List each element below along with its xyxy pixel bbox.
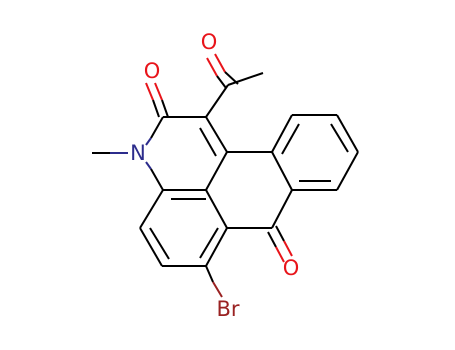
bond-n-c3a-carbon-half (150, 168, 164, 191)
bond-acetyl-co-oxygen-half-a (214, 53, 226, 73)
ketone-ring (227, 151, 293, 263)
bond-acetyl-ring (205, 84, 229, 118)
bond-c1-c11b-inner (199, 127, 217, 157)
bond-c11a-c11-inner (281, 123, 300, 155)
bond-acetyl-co-oxygen-half-b (206, 57, 218, 77)
bond-lactam-co-carbon-half-b (161, 99, 169, 118)
bond-n-c3a-nitrogen-half (145, 161, 152, 170)
bond-c10-c9-inner (330, 123, 349, 153)
bond-c11a-c7a (271, 151, 293, 191)
bond-c6-br-bromine-half (212, 281, 223, 298)
bond-c6-br-carbon-half (205, 265, 214, 283)
bond-acetyl-co-carbon-half-b (216, 75, 227, 89)
bond-ketone-oxygen-half-b (283, 240, 293, 257)
oxygen-atom-ketone: O (283, 256, 300, 280)
bond-acetyl-methyl (227, 72, 264, 86)
bond-c6-c6a (205, 227, 228, 267)
benzo-ring (271, 114, 359, 191)
bond-c4-c5-inner (149, 227, 170, 260)
bond-c6a-c11c (205, 189, 228, 229)
bond-ketone-carbon-half-b (275, 225, 285, 242)
oxygen-atom-acetyl: O (201, 30, 218, 54)
pyridone-ring (92, 82, 228, 200)
bond-lactam-co-oxygen-half-a (145, 82, 154, 101)
bond-c2-n-nitrogen-half (145, 137, 152, 146)
nitrogen-atom: N (130, 141, 146, 165)
bond-c7-c7a (271, 189, 293, 229)
bond-ketone-carbon-half-a (267, 231, 277, 248)
bond-c2-n-carbon-half (150, 116, 164, 139)
bond-c11b-c11c (205, 151, 228, 191)
acetyl-group (205, 53, 264, 118)
bond-c1-c11b (205, 116, 228, 153)
bond-lactam-co-oxygen-half-b (154, 82, 163, 101)
bond-lactam-co-carbon-half-a (152, 99, 160, 118)
bond-c6-c6a-inner (199, 227, 219, 259)
bond-ketone-oxygen-half-a (275, 246, 285, 263)
bond-c9-c8 (336, 151, 359, 191)
bromine-atom: Br (216, 297, 239, 321)
bond-c4-c5 (139, 227, 163, 267)
oxygen-atom-lactam: O (144, 59, 161, 83)
bond-c10-c9 (336, 114, 359, 153)
bond-c11a-c11 (271, 114, 293, 153)
bromo-benzo-ring (139, 189, 228, 298)
bond-c3a-c4 (139, 189, 164, 229)
